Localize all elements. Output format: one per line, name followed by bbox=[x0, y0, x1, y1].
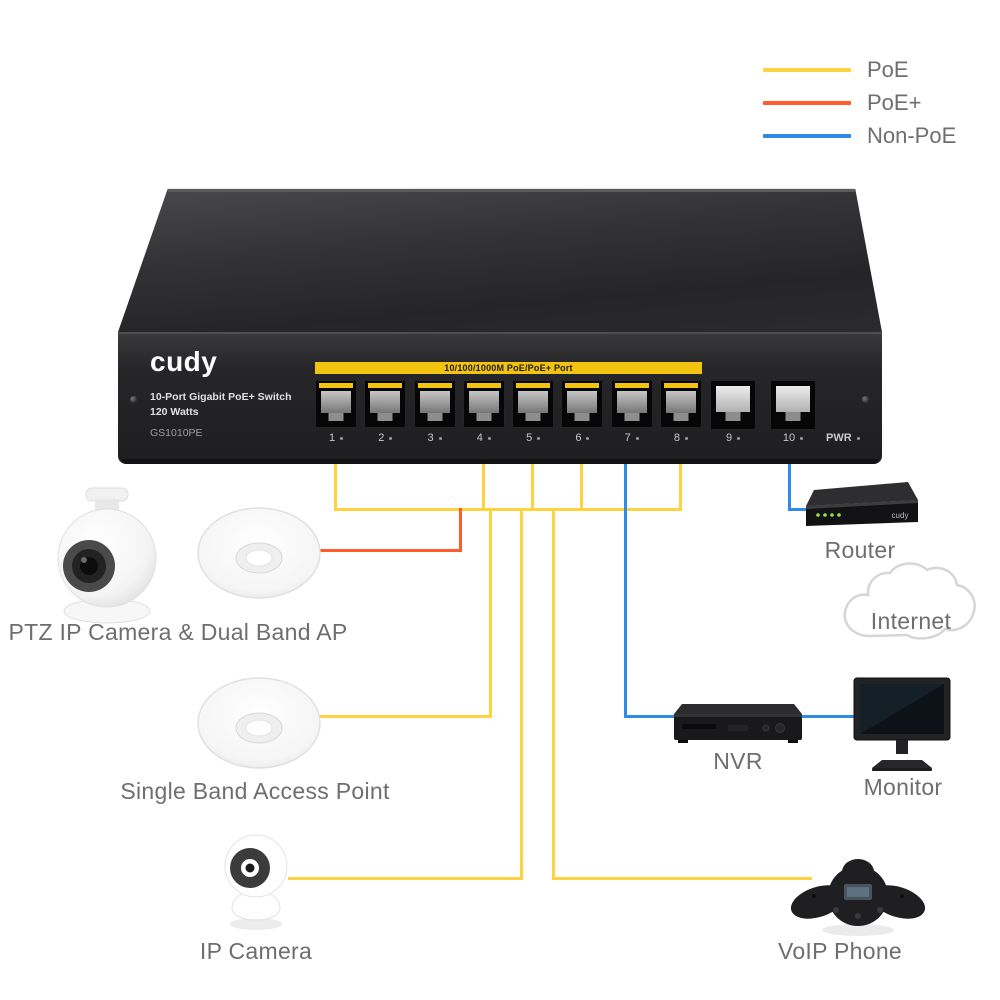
power-label: PWR bbox=[826, 432, 852, 444]
connection-poe bbox=[288, 877, 523, 880]
port-number-4: 4 bbox=[463, 432, 505, 444]
switch-brand-logo: cudy bbox=[150, 346, 218, 377]
port-number-7: 7 bbox=[611, 432, 653, 444]
poe-port-7 bbox=[610, 380, 653, 428]
poe-port-5 bbox=[512, 380, 555, 428]
legend-label-poe-plus: PoE+ bbox=[867, 90, 922, 115]
single-band-ap-image bbox=[197, 677, 321, 769]
connection-poe bbox=[334, 464, 337, 510]
screw-icon bbox=[130, 396, 137, 403]
label-router: Router bbox=[824, 537, 896, 563]
connection-non-poe bbox=[788, 464, 791, 511]
voip-phone-illustration bbox=[788, 846, 928, 938]
port-number-5: 5 bbox=[512, 432, 554, 444]
legend-item-poe-plus: PoE+ bbox=[763, 90, 956, 115]
router-brand-text: cudy bbox=[892, 511, 909, 520]
connection-poe bbox=[520, 508, 523, 880]
label-single-band-ap: Single Band Access Point bbox=[120, 778, 390, 804]
connection-poe-plus bbox=[459, 508, 462, 552]
port-number-1: 1 bbox=[315, 432, 357, 444]
connection-poe bbox=[482, 464, 485, 510]
nvr-image bbox=[674, 704, 802, 743]
port-number-8: 8 bbox=[660, 432, 702, 444]
screw-icon bbox=[862, 396, 869, 403]
internet-cloud-illustration bbox=[836, 556, 986, 656]
label-voip-phone: VoIP Phone bbox=[777, 938, 903, 964]
poe-port-bar-label: 10/100/1000M PoE/PoE+ Port bbox=[444, 363, 573, 373]
monitor-image bbox=[853, 677, 951, 771]
dual-band-ap-illustration bbox=[196, 506, 322, 600]
connection-poe bbox=[552, 877, 812, 880]
legend-item-poe: PoE bbox=[763, 57, 956, 82]
ptz-camera-image bbox=[57, 487, 157, 624]
poe-port-1 bbox=[315, 380, 357, 428]
switch-description: 10-Port Gigabit PoE+ Switch bbox=[150, 391, 292, 403]
single-band-ap-illustration bbox=[196, 676, 322, 770]
port-number-10: 10 bbox=[770, 432, 816, 444]
connection-poe bbox=[316, 715, 492, 718]
uplink-port-9 bbox=[710, 380, 756, 430]
poe-port-4 bbox=[462, 380, 505, 428]
switch-wattage: 120 Watts bbox=[150, 406, 199, 418]
connection-non-poe bbox=[788, 508, 812, 511]
connection-poe-plus bbox=[316, 549, 462, 552]
internet-cloud-image bbox=[843, 562, 976, 640]
label-ptz-dual-band-ap: PTZ IP Camera & Dual Band AP bbox=[8, 619, 348, 645]
poe-port-2 bbox=[364, 380, 407, 428]
connection-poe bbox=[531, 464, 534, 510]
ptz-camera-illustration bbox=[42, 486, 172, 626]
power-indicator: PWR bbox=[826, 432, 860, 444]
uplink-ports-row bbox=[710, 380, 816, 430]
voip-phone-image bbox=[790, 859, 926, 936]
poe-switch: cudy 10-Port Gigabit PoE+ Switch 120 Wat… bbox=[118, 186, 882, 468]
port-number-9: 9 bbox=[710, 432, 756, 444]
router-image: cudy bbox=[806, 482, 918, 526]
switch-model-number: GS1010PE bbox=[150, 427, 203, 439]
legend-item-non-poe: Non-PoE bbox=[763, 123, 957, 148]
connection-poe bbox=[580, 464, 583, 510]
switch-top-face bbox=[118, 188, 882, 332]
ip-camera-illustration bbox=[206, 826, 306, 930]
uplink-port-numbers-row: 9 10 bbox=[710, 432, 816, 444]
uplink-port-10 bbox=[770, 380, 816, 430]
connection-non-poe bbox=[802, 715, 854, 718]
nvr-illustration bbox=[672, 692, 804, 750]
poe-ports-row bbox=[315, 380, 702, 428]
poe-line-swatch bbox=[763, 68, 851, 72]
legend-label-poe: PoE bbox=[867, 57, 909, 82]
connection-non-poe bbox=[624, 464, 627, 718]
port-number-3: 3 bbox=[414, 432, 456, 444]
label-ip-camera: IP Camera bbox=[199, 938, 313, 964]
poe-port-6 bbox=[561, 380, 604, 428]
poe-port-3 bbox=[413, 380, 456, 428]
non-poe-line-swatch bbox=[763, 134, 851, 138]
poe-plus-line-swatch bbox=[763, 101, 851, 105]
connection-non-poe bbox=[624, 715, 676, 718]
label-internet: Internet bbox=[870, 608, 952, 634]
dual-band-ap-image bbox=[197, 507, 321, 599]
connection-poe bbox=[334, 508, 682, 511]
poe-port-8 bbox=[659, 380, 702, 428]
router-illustration: cudy bbox=[800, 476, 920, 540]
legend: PoE PoE+ Non-PoE bbox=[763, 57, 957, 157]
switch-model-info: 10-Port Gigabit PoE+ Switch 120 Watts GS… bbox=[150, 390, 291, 441]
label-monitor: Monitor bbox=[863, 774, 943, 800]
ip-camera-image bbox=[224, 834, 288, 930]
connection-poe bbox=[489, 508, 492, 718]
poe-port-bar: 10/100/1000M PoE/PoE+ Port bbox=[315, 362, 702, 374]
legend-label-non-poe: Non-PoE bbox=[867, 123, 957, 148]
port-number-6: 6 bbox=[561, 432, 603, 444]
connection-poe bbox=[552, 508, 555, 880]
label-nvr: NVR bbox=[713, 748, 763, 774]
connection-poe bbox=[679, 464, 682, 510]
power-led-icon bbox=[856, 436, 860, 440]
monitor-illustration bbox=[852, 676, 952, 774]
port-number-2: 2 bbox=[364, 432, 406, 444]
